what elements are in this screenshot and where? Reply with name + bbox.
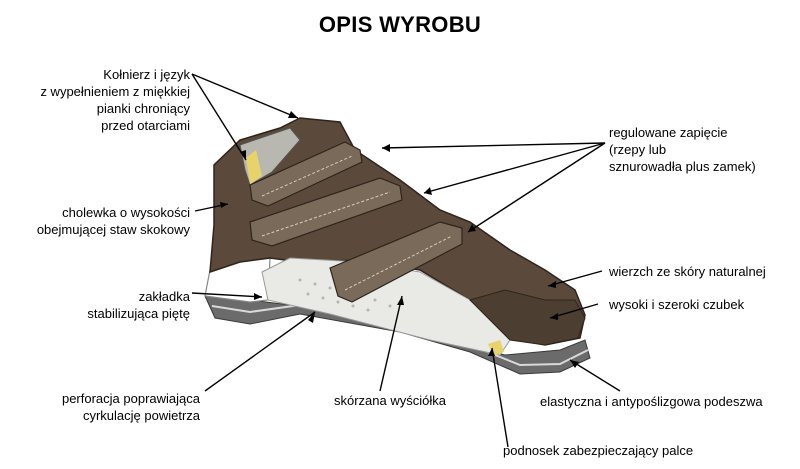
strap-2 xyxy=(249,177,403,247)
label-toe-box: wysoki i szeroki czubek xyxy=(609,297,745,312)
label-upper-height: cholewka o wysokości obejmującej staw sk… xyxy=(36,205,190,237)
label-insole: skórzana wyściółka xyxy=(334,393,446,408)
line-insole xyxy=(379,295,403,392)
label-fastening: regulowane zapięcie (rzepy lub sznurowad… xyxy=(609,125,756,174)
label-sole: elastyczna i antypoślizgowa podeszwa xyxy=(540,394,763,409)
page-title: OPIS WYROBU xyxy=(318,12,482,37)
collar-yellow xyxy=(246,150,262,184)
label-toe-cap: podnosek zabezpieczający palce xyxy=(503,443,694,458)
line-heel-tab xyxy=(191,292,263,298)
line-sole xyxy=(569,359,621,392)
toe-cap-shape xyxy=(469,289,586,346)
strap-1 xyxy=(249,141,363,207)
line-leather-upper xyxy=(547,270,603,287)
line-perforation xyxy=(204,311,316,392)
line-fastening-a xyxy=(381,142,606,149)
line-fastening-c xyxy=(467,142,606,233)
shoe-illustration xyxy=(204,117,591,375)
callout-arrowheads xyxy=(220,111,579,368)
line-fastening-b xyxy=(423,142,606,194)
velcro-straps xyxy=(249,141,463,303)
label-collar: Kołnierz i język z wypełnieniem z miękki… xyxy=(40,67,190,133)
line-toe-cap xyxy=(491,347,509,448)
label-perforation: perforacja poprawiająca cyrkulację powie… xyxy=(61,391,200,423)
line-collar-a xyxy=(191,73,299,119)
line-collar-b xyxy=(191,73,247,161)
label-heel-tab: zakładka stabilizująca piętę xyxy=(87,289,190,321)
strap-3 xyxy=(329,221,463,303)
label-leather-upper: wierzch ze skóry naturalnej xyxy=(609,264,766,279)
